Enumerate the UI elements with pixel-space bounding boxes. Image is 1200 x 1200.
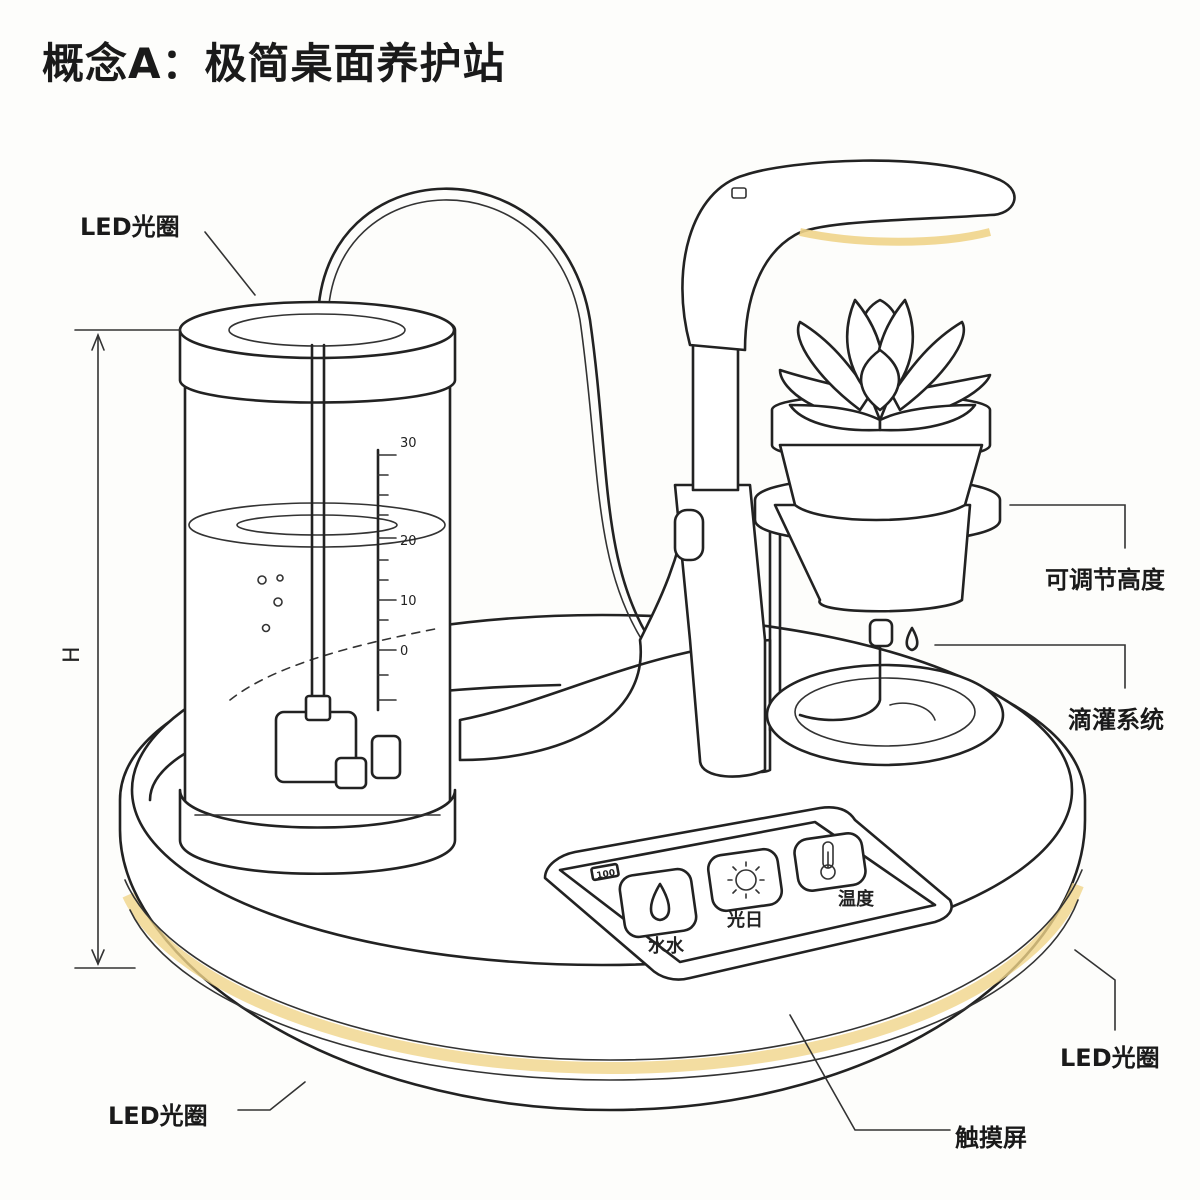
- height-dimension: H: [60, 329, 181, 969]
- lamp-arm: [458, 159, 1016, 778]
- scale-mark: 10: [400, 594, 417, 609]
- water-tank: 30 20 10 0: [178, 300, 457, 876]
- water-drop-icon: [649, 882, 671, 922]
- scale-mark: 30: [400, 436, 417, 451]
- tank-scale: 30 20 10 0: [376, 436, 417, 712]
- panel-badge: 100: [596, 868, 616, 881]
- leader-lines: [204, 231, 1126, 1131]
- scale-mark: 20: [400, 534, 417, 549]
- height-label: H: [60, 646, 85, 663]
- led-ring-bottom-label: LED光圈: [108, 1102, 208, 1130]
- succulent-plant: [778, 298, 992, 432]
- pot-holder: [753, 393, 1002, 732]
- drip-tray: [765, 618, 1005, 767]
- temperature-button[interactable]: [793, 832, 868, 893]
- led-ring-top-label: LED光圈: [80, 213, 180, 241]
- light-button[interactable]: [706, 847, 784, 913]
- led-ring-right-label: LED光圈: [1060, 1044, 1160, 1072]
- water-label: 水水: [648, 935, 685, 957]
- adjustable-height-label: 可调节高度: [1045, 566, 1165, 594]
- sun-icon: [727, 861, 765, 899]
- water-drop-small-icon: [905, 626, 919, 652]
- touch-panel: 100 水水 光日 温度: [543, 806, 953, 981]
- thermometer-icon: [820, 841, 836, 880]
- light-label: 光日: [726, 909, 763, 931]
- touchscreen-label: 触摸屏: [955, 1124, 1027, 1152]
- drip-system-label: 滴灌系统: [1068, 706, 1164, 734]
- page-title: 概念A：极简桌面养护站: [42, 39, 506, 88]
- scale-mark: 0: [400, 644, 408, 659]
- water-button[interactable]: [618, 867, 698, 939]
- temperature-label: 温度: [838, 888, 875, 910]
